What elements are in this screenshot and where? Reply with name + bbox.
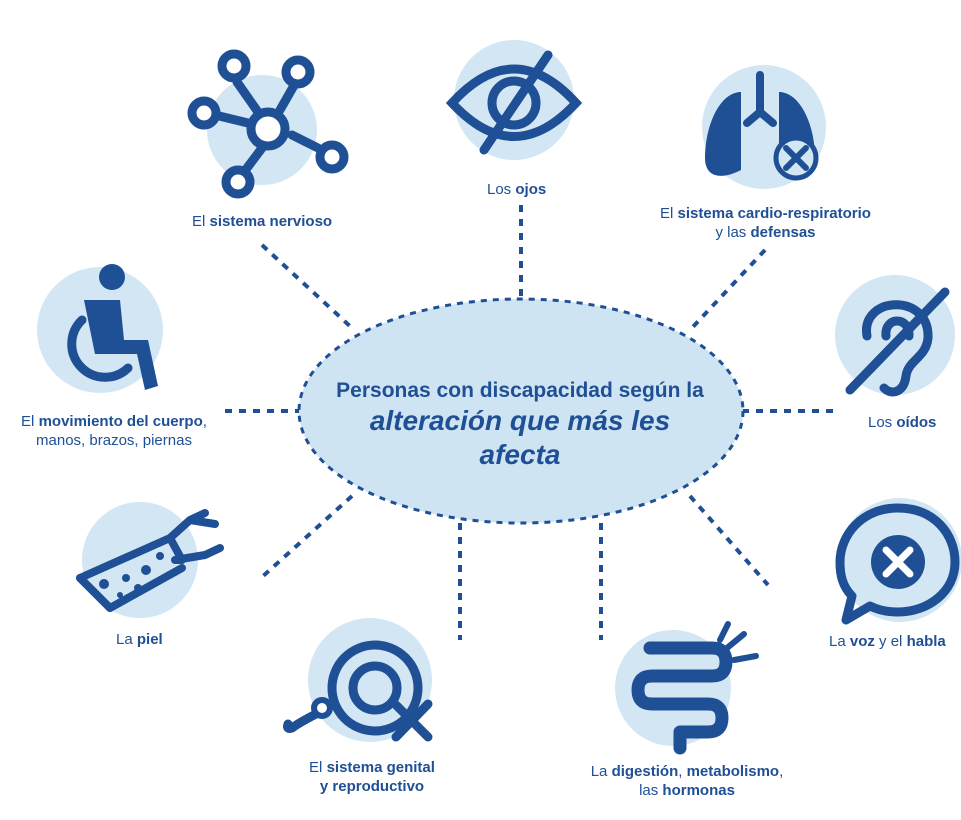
arm-skin-spots-icon: [76, 502, 224, 618]
label-genital: El sistema genital y reproductivo: [292, 758, 452, 796]
label-piel: La piel: [116, 630, 163, 649]
label-part: y las: [715, 224, 751, 241]
intestine-icon: [615, 621, 759, 755]
reproductive-target-icon: [283, 618, 433, 742]
connector-piel: [260, 494, 354, 579]
label-part-bold: metabolismo: [686, 763, 780, 780]
label-part-bold: y reproductivo: [319, 778, 425, 795]
label-part-bold: defensas: [750, 224, 816, 241]
center-title: Personas con discapacidad según la alter…: [330, 378, 710, 472]
label-sistema-nervioso: El sistema nervioso: [192, 212, 332, 231]
center-title-line1: Personas con discapacidad según la: [336, 379, 704, 402]
label-oidos: Los oídos: [868, 413, 936, 432]
label-part: El: [21, 413, 39, 430]
label-part: las: [639, 782, 663, 799]
label-part: La: [829, 633, 850, 650]
label-part: La: [116, 631, 137, 648]
label-part-bold: movimiento del cuerpo: [38, 413, 203, 430]
label-ojos: Los ojos: [487, 180, 546, 199]
label-part: El: [660, 205, 678, 222]
center-ellipse: [297, 297, 745, 525]
label-cardio: El sistema cardio-respiratorio y las def…: [648, 204, 883, 242]
label-part: manos, brazos, piernas: [36, 432, 192, 449]
center-title-line2: alteración que más les afecta: [369, 405, 671, 470]
label-part-bold: hormonas: [662, 782, 735, 799]
label-part-bold: ojos: [515, 181, 547, 198]
label-voz-habla: La voz y el habla: [829, 632, 946, 651]
label-part-bold: digestión: [611, 763, 679, 780]
connector-lines: [225, 205, 840, 640]
label-part: El: [192, 213, 210, 230]
label-part: Los: [868, 414, 897, 431]
label-part: ,: [678, 763, 687, 780]
label-part: Los: [487, 181, 516, 198]
label-part: ,: [202, 413, 207, 430]
wheelchair-icon: [37, 264, 163, 393]
label-part-bold: voz: [849, 633, 875, 650]
label-part: y el: [874, 633, 907, 650]
label-part: El: [309, 759, 327, 776]
hearing-impaired-ear-icon: [835, 275, 955, 397]
speech-bubble-x-icon: [835, 498, 961, 625]
lungs-x-icon: [702, 65, 826, 189]
label-movimiento: El movimiento del cuerpo, manos, brazos,…: [8, 412, 220, 450]
label-digestion: La digestión, metabolismo, las hormonas: [587, 762, 787, 800]
connector-nervioso: [260, 243, 354, 330]
label-part-bold: oídos: [896, 414, 937, 431]
crossed-eye-icon: [445, 40, 583, 160]
label-part: ,: [779, 763, 784, 780]
label-part: La: [590, 763, 612, 780]
connector-voz: [688, 494, 770, 587]
network-nodes-icon: [187, 49, 349, 199]
connector-cardio: [688, 248, 767, 332]
label-part-bold: habla: [906, 633, 946, 650]
label-part-bold: sistema genital: [326, 759, 435, 776]
label-part-bold: sistema nervioso: [209, 213, 333, 230]
label-part-bold: piel: [136, 631, 163, 648]
label-part-bold: sistema cardio-respiratorio: [677, 205, 871, 222]
